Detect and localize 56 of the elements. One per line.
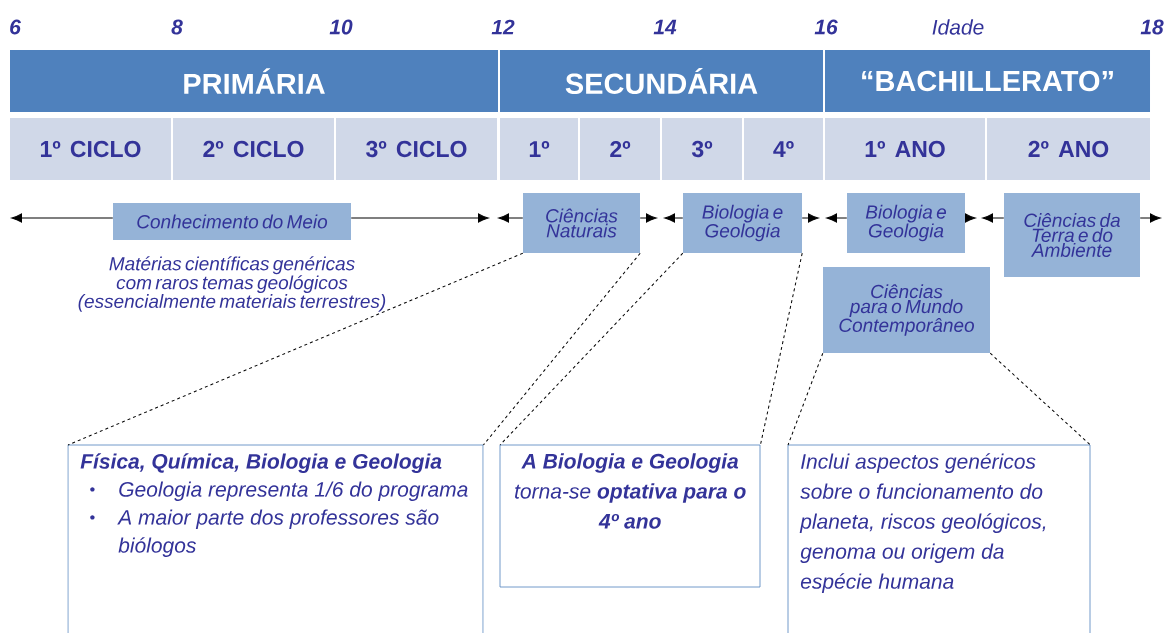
year-cell: 3º CICLO (336, 118, 497, 180)
subject-box: Conhecimento do Meio (113, 203, 351, 240)
subject-box: Ciências da Terra e do Ambiente (1004, 193, 1140, 277)
subject-box: Ciências para o Mundo Contemporâneo (823, 267, 990, 353)
year-cell: 3º (662, 118, 742, 180)
subject-box: Biologia e Geologia (683, 193, 802, 253)
leader-line (759, 252, 803, 446)
year-cell: 1º ANO (825, 118, 985, 180)
subject-box: Ciências Naturais (523, 193, 640, 253)
node-label: 2º ANO (1028, 140, 1109, 158)
callout-box: A Biologia e Geologia torna-se optativa para o 4º ano (499, 444, 761, 588)
arrow (982, 213, 1005, 223)
node-label: 4º (773, 141, 794, 157)
year-cell: 2º CICLO (173, 118, 334, 180)
year-cell: 1º CICLO (10, 118, 171, 180)
arrow (826, 213, 848, 223)
stage-band: “BACHILLERATO” (825, 50, 1150, 112)
callout-box (67, 444, 484, 633)
node-label: 1º CICLO (40, 140, 141, 158)
year-cell: 2º ANO (987, 118, 1150, 180)
stage-band: PRIMÁRIA (10, 50, 498, 112)
callout-heading: Física, Química, Biologia e Geologia (80, 453, 442, 473)
arrow (664, 213, 684, 223)
leader-line (67, 252, 524, 446)
arrow (498, 213, 524, 223)
leader-line (482, 252, 641, 446)
bullet-item: Geologia representa 1/6 do programa (90, 481, 468, 501)
leader-line (499, 252, 684, 446)
node-label: “BACHILLERATO” (862, 70, 1113, 92)
age-label: 18 (1140, 19, 1164, 35)
leader-line (787, 352, 824, 446)
node-label: PRIMÁRIA (184, 68, 325, 94)
stage-band: SECUNDÁRIA (500, 50, 823, 112)
arrow (350, 213, 489, 223)
node-label: 2º (610, 140, 631, 158)
year-cell: 4º (744, 118, 823, 180)
year-cell: 1º (500, 118, 578, 180)
node-label: SECUNDÁRIA (565, 68, 758, 94)
subject-box: Biologia e Geologia (847, 193, 965, 253)
arrow (1139, 213, 1161, 223)
node-label: 1º ANO (865, 140, 945, 158)
arrow (801, 213, 819, 223)
leader-line (989, 352, 1091, 446)
year-cell: 2º (580, 118, 660, 180)
arrow (639, 213, 657, 223)
arrow (964, 213, 976, 223)
description-text: Matérias científicas genéricas com raros temas geológicos (essencialmente materiais terrestres) (78, 256, 386, 312)
age-label: 12 (491, 19, 515, 35)
node-label: 3º CICLO (366, 140, 467, 158)
node-label: 3º (691, 140, 713, 158)
callout-box: Inclui aspectos genéricos sobre o funcionamento do planeta, riscos geológicos, genoma ou origem da espécie humana (787, 444, 1091, 633)
node-label: 1º (529, 141, 550, 157)
bullet-item: A maior parte dos professores são biólogos (90, 509, 439, 557)
arrow (11, 213, 114, 223)
age-label: 16 (814, 19, 838, 35)
node-label: 2º CICLO (203, 140, 304, 158)
